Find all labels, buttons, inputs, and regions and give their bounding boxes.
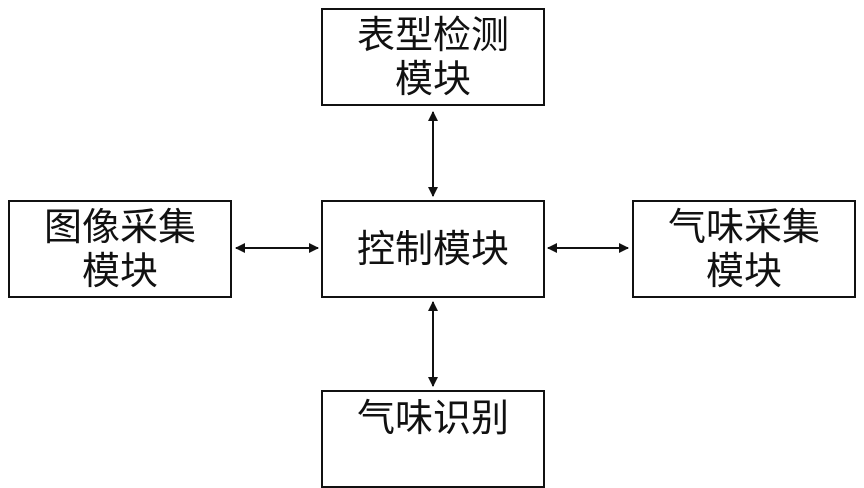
node-label-line1: 气味识别	[356, 396, 509, 440]
control-module-box: 控制模块	[321, 200, 545, 298]
node-label: 控制模块	[356, 227, 509, 271]
node-label-line1: 表型检测	[356, 13, 509, 57]
odor-acquisition-module-box: 气味采集 模块	[632, 200, 856, 298]
phenotype-detection-module-box: 表型检测 模块	[321, 8, 545, 106]
odor-recognition-module-box: 气味识别	[321, 390, 545, 488]
node-label-line2: 模块	[394, 57, 471, 101]
node-label-line2: 模块	[705, 249, 782, 293]
connector-layer	[235, 111, 629, 387]
node-label-line2: 模块	[81, 249, 158, 293]
node-label-line1: 气味采集	[667, 205, 820, 249]
node-label-line1: 图像采集	[43, 205, 196, 249]
image-acquisition-module-box: 图像采集 模块	[8, 200, 232, 298]
